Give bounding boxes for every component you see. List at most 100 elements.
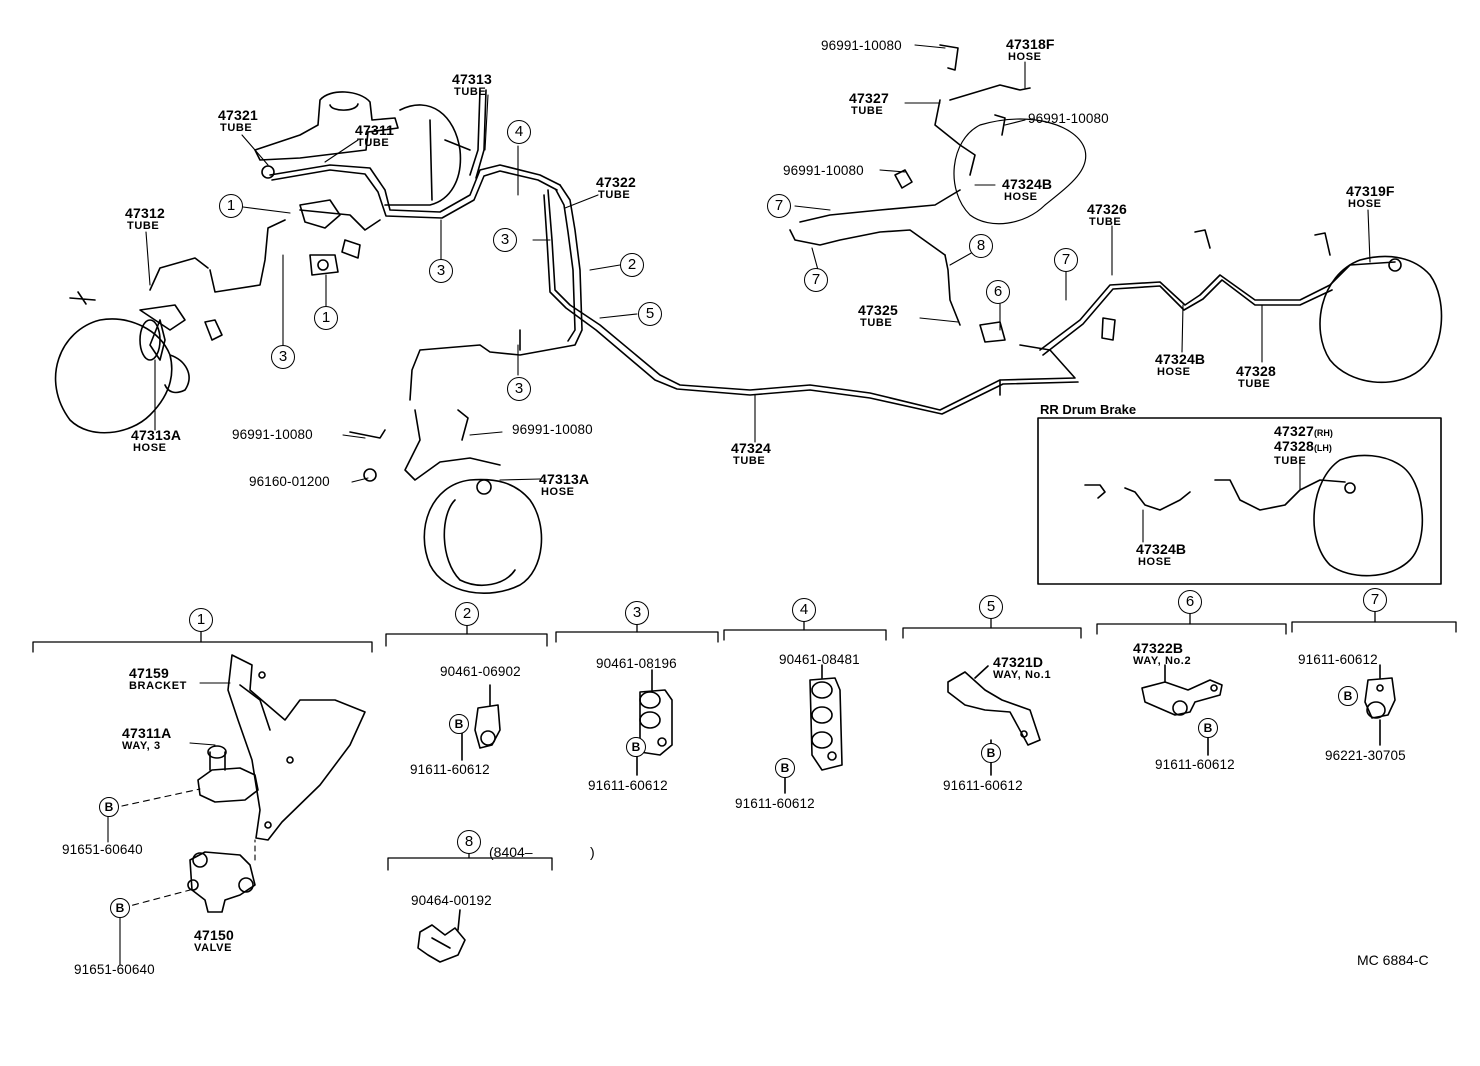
- group-2-callout: 2: [455, 602, 479, 626]
- front-right-brake-assembly: [349, 409, 543, 594]
- proportioning-valve: [299, 199, 361, 276]
- front-left-brake-assembly: [54, 291, 223, 434]
- label-bolt-91611-g2: 91611-60612: [410, 762, 490, 777]
- bolt-marker: B: [99, 797, 119, 817]
- callout-8: 8: [969, 234, 993, 258]
- inset-title: RR Drum Brake: [1040, 402, 1137, 417]
- group1-leaders: [107, 682, 256, 966]
- group2-clamp: [461, 684, 501, 761]
- bolt-marker: B: [449, 714, 469, 734]
- rr-drum-brake-inset-frame: [1037, 417, 1442, 585]
- label-bolt-96160: 96160-01200: [249, 474, 330, 489]
- group-8-note-close: ): [590, 844, 595, 860]
- label-clip-96991-e: 96991-10080: [512, 422, 593, 437]
- label-bolt-91611-g4: 91611-60612: [735, 796, 815, 811]
- callout-3: 3: [271, 345, 295, 369]
- callout-5: 5: [638, 302, 662, 326]
- callout-3: 3: [429, 259, 453, 283]
- diagram-id: MC 6884-C: [1357, 952, 1429, 968]
- group-4-callout: 4: [792, 598, 816, 622]
- group8-clip: [417, 909, 466, 963]
- callout-1: 1: [314, 306, 338, 330]
- group-8-note: (8404–: [489, 844, 533, 860]
- label-bolt-91651-a: 91651-60640: [62, 842, 143, 857]
- label-clip-96991-a: 96991-10080: [821, 38, 902, 53]
- label-bolt-91651-b: 91651-60640: [74, 962, 155, 977]
- label-clip-96991-b: 96991-10080: [1028, 111, 1109, 126]
- rear-brake-lines: [789, 84, 1396, 396]
- bolt-marker: B: [1338, 686, 1358, 706]
- detail-dividers: [32, 611, 1457, 871]
- label-clamp-90461-08481: 90461-08481: [779, 652, 860, 667]
- leader-lines: [145, 44, 1371, 543]
- bolt-marker: B: [981, 743, 1001, 763]
- group-8-callout: 8: [457, 830, 481, 854]
- callout-4: 4: [507, 120, 531, 144]
- group-3-callout: 3: [625, 601, 649, 625]
- front-brake-tubes: [149, 89, 1079, 481]
- group7-clamp: [1364, 664, 1396, 746]
- brake-booster: [384, 104, 471, 206]
- callout-1: 1: [219, 194, 243, 218]
- group6-way: [1141, 664, 1223, 756]
- label-bolt-91611-g5: 91611-60612: [943, 778, 1023, 793]
- group3-clamp: [636, 669, 673, 776]
- label-clamp-90461-08196: 90461-08196: [596, 656, 677, 671]
- group1-parts: [187, 654, 366, 913]
- inset-label-47327-47328: 47327(RH) 47328(LH) TUBE: [1274, 423, 1333, 467]
- callout-6: 6: [986, 280, 1010, 304]
- group-5-callout: 5: [979, 595, 1003, 619]
- rear-right-drum: [1319, 255, 1443, 384]
- label-96221-30705: 96221-30705: [1325, 748, 1406, 763]
- label-clip-96991-d: 96991-10080: [232, 427, 313, 442]
- label-bolt-91611-g6: 91611-60612: [1155, 757, 1235, 772]
- group4-clamp: [784, 664, 843, 794]
- rear-left-drum: [953, 118, 1087, 225]
- label-clamp-90461-06902: 90461-06902: [440, 664, 521, 679]
- bolt-marker: B: [626, 737, 646, 757]
- bolt-marker: B: [775, 758, 795, 778]
- callout-7: 7: [767, 194, 791, 218]
- bolt-marker: B: [1198, 718, 1218, 738]
- master-cylinder: [254, 91, 399, 179]
- label-clip-96991-c: 96991-10080: [783, 163, 864, 178]
- group-1-callout: 1: [189, 608, 213, 632]
- callout-3: 3: [507, 377, 531, 401]
- label-clip-90464-00192: 90464-00192: [411, 893, 492, 908]
- group-6-callout: 6: [1178, 590, 1202, 614]
- callout-7: 7: [804, 268, 828, 292]
- callout-2: 2: [620, 253, 644, 277]
- callout-3: 3: [493, 228, 517, 252]
- bolt-marker: B: [110, 898, 130, 918]
- inset-rear-drum: [1084, 454, 1424, 577]
- label-bolt-91611-g3: 91611-60612: [588, 778, 668, 793]
- callout-7: 7: [1054, 248, 1078, 272]
- label-91611-60612-g7: 91611-60612: [1298, 652, 1378, 667]
- group-7-callout: 7: [1363, 588, 1387, 612]
- rear-clips: [894, 44, 1331, 343]
